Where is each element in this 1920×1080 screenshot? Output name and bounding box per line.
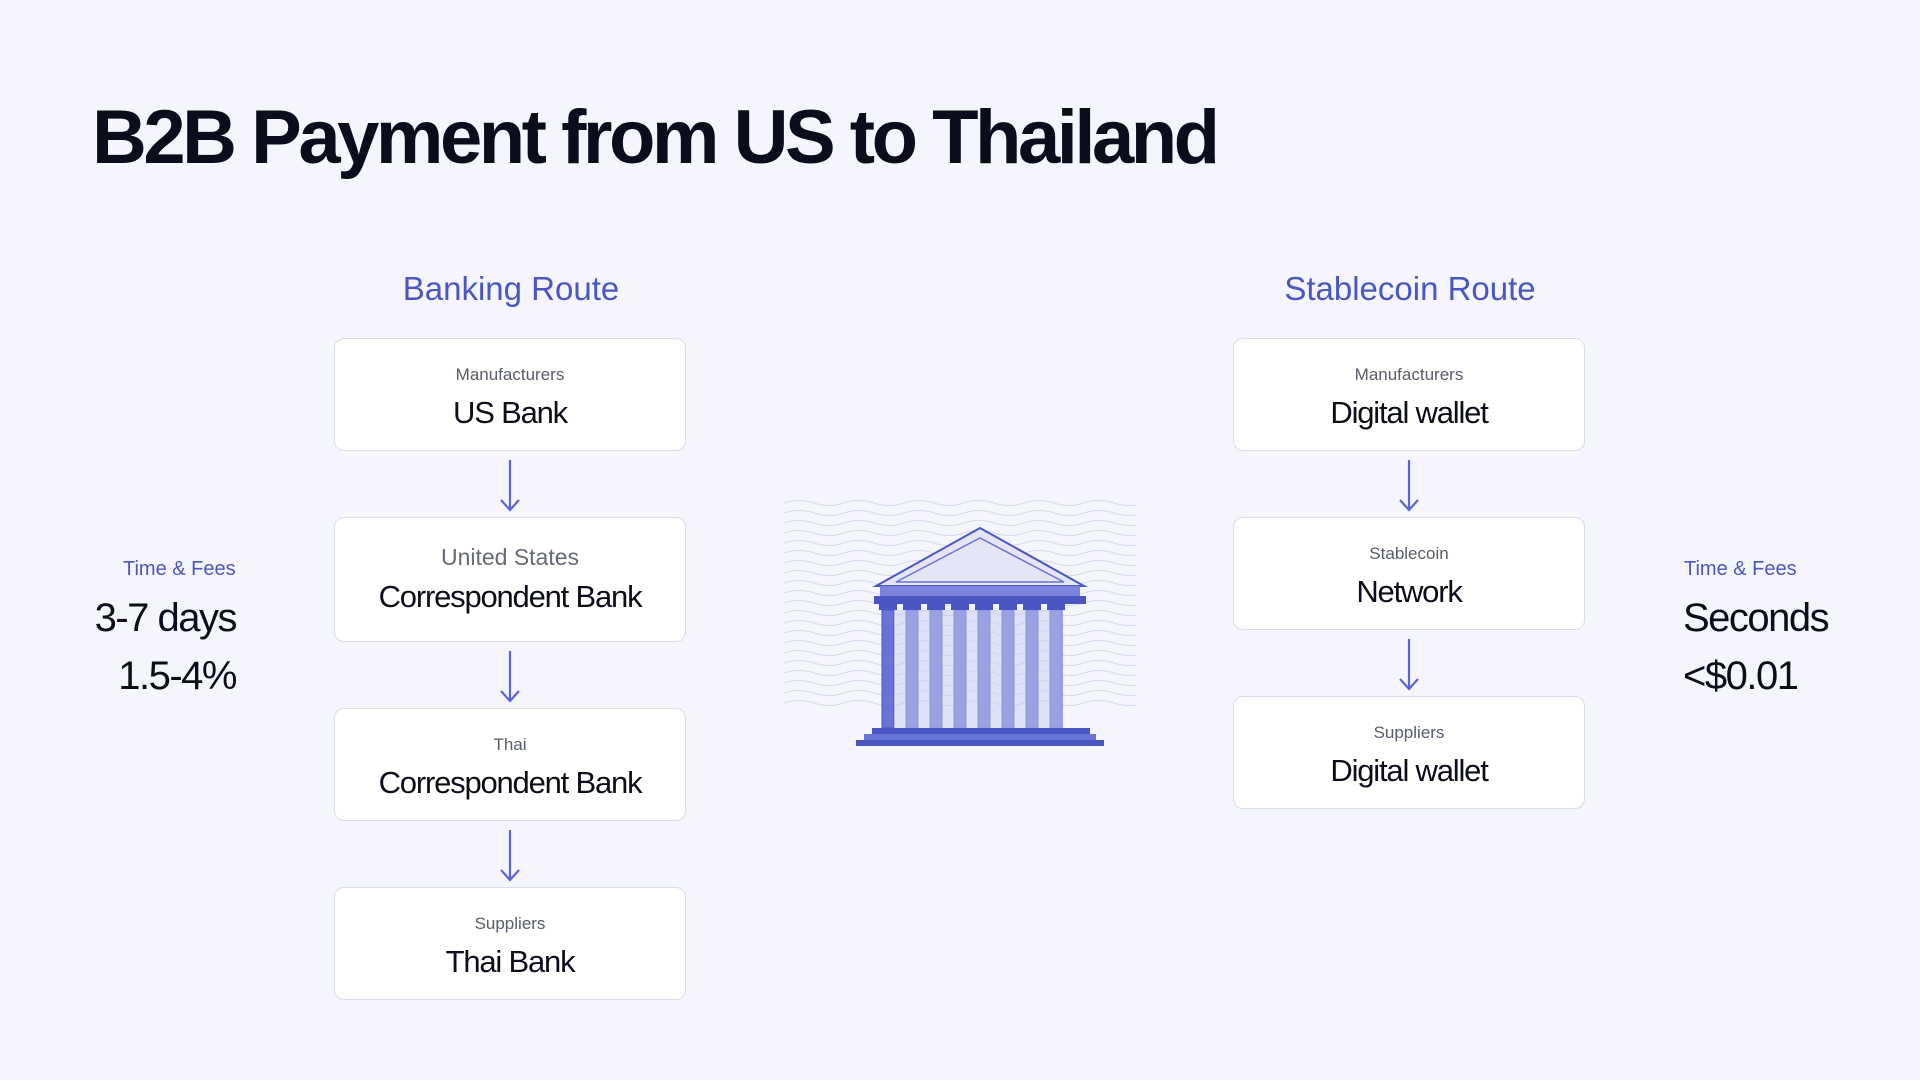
- step-label: Digital wallet: [1330, 753, 1488, 788]
- step-label: Thai Bank: [445, 944, 576, 979]
- banking-fees-value: 1.5-4%: [118, 654, 237, 698]
- step-label: US Bank: [453, 395, 568, 430]
- down-arrow-icon: [500, 460, 520, 512]
- step-label: Network: [1356, 574, 1462, 609]
- stablecoin-step-network: Stablecoin Network: [1233, 517, 1585, 630]
- step-sublabel: Manufacturers: [1354, 365, 1464, 384]
- step-sublabel: Thai: [493, 735, 527, 754]
- banking-route-title: Banking Route: [402, 270, 620, 307]
- step-label: Correspondent Bank: [378, 765, 643, 800]
- step-sublabel: Manufacturers: [455, 365, 565, 384]
- stablecoin-time-fees-label: Time & Fees: [1684, 558, 1797, 580]
- stablecoin-step-recipient-wallet: Suppliers Digital wallet: [1233, 696, 1585, 809]
- down-arrow-icon: [1399, 460, 1419, 512]
- step-label: Correspondent Bank: [378, 579, 643, 614]
- banking-time-value: 3-7 days: [94, 596, 238, 640]
- down-arrow-icon: [500, 830, 520, 882]
- banking-time-fees-label: Time & Fees: [123, 558, 236, 580]
- page-title: B2B Payment from US to Thailand: [92, 95, 1220, 180]
- stablecoin-time-value: Seconds: [1683, 596, 1830, 640]
- step-label: Digital wallet: [1330, 395, 1488, 430]
- banking-step-us-correspondent: United States Correspondent Bank: [334, 517, 686, 642]
- stablecoin-fees-value: <$0.01: [1683, 654, 1799, 698]
- step-sublabel: United States: [440, 544, 580, 570]
- step-sublabel: Suppliers: [474, 914, 546, 933]
- banking-step-thai-correspondent: Thai Correspondent Bank: [334, 708, 686, 821]
- stablecoin-route-title: Stablecoin Route: [1284, 270, 1536, 307]
- step-sublabel: Suppliers: [1373, 723, 1445, 742]
- down-arrow-icon: [500, 651, 520, 703]
- step-sublabel: Stablecoin: [1369, 544, 1449, 563]
- stablecoin-step-sender-wallet: Manufacturers Digital wallet: [1233, 338, 1585, 451]
- banking-step-us-bank: Manufacturers US Bank: [334, 338, 686, 451]
- banking-step-thai-bank: Suppliers Thai Bank: [334, 887, 686, 1000]
- down-arrow-icon: [1399, 639, 1419, 691]
- bank-building-icon: [784, 498, 1136, 746]
